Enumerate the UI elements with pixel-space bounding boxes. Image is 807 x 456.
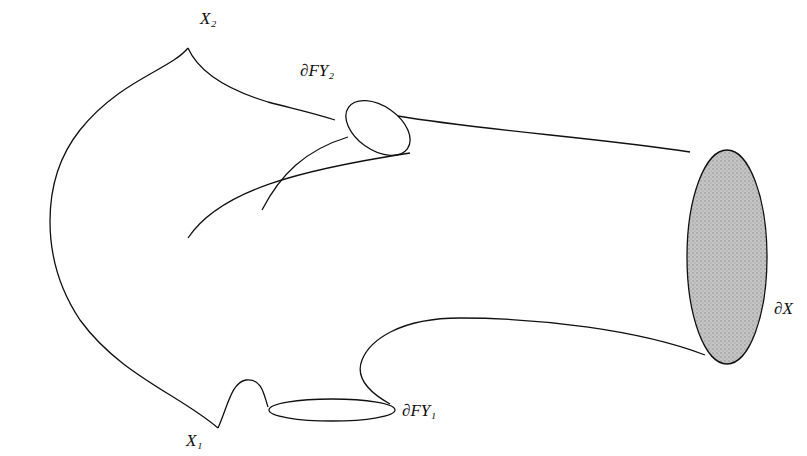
- top-edge: [398, 116, 690, 152]
- boundary-label: ∂FY₂: [300, 62, 334, 79]
- boundary-label: ∂FY₁: [402, 402, 436, 419]
- lower-fold: [188, 153, 410, 238]
- bump-contour: [218, 380, 268, 428]
- corner-label: X₁: [186, 432, 202, 449]
- boundary-label: ∂X: [774, 300, 793, 317]
- upper-contour: [188, 48, 335, 120]
- boundary-ellipse: [336, 89, 420, 166]
- boundary-disc: [687, 150, 767, 364]
- bottom-edge: [360, 318, 705, 404]
- corner-label: X₂: [200, 10, 216, 27]
- boundary-ellipse: [269, 399, 395, 421]
- outer-contour: [50, 48, 218, 428]
